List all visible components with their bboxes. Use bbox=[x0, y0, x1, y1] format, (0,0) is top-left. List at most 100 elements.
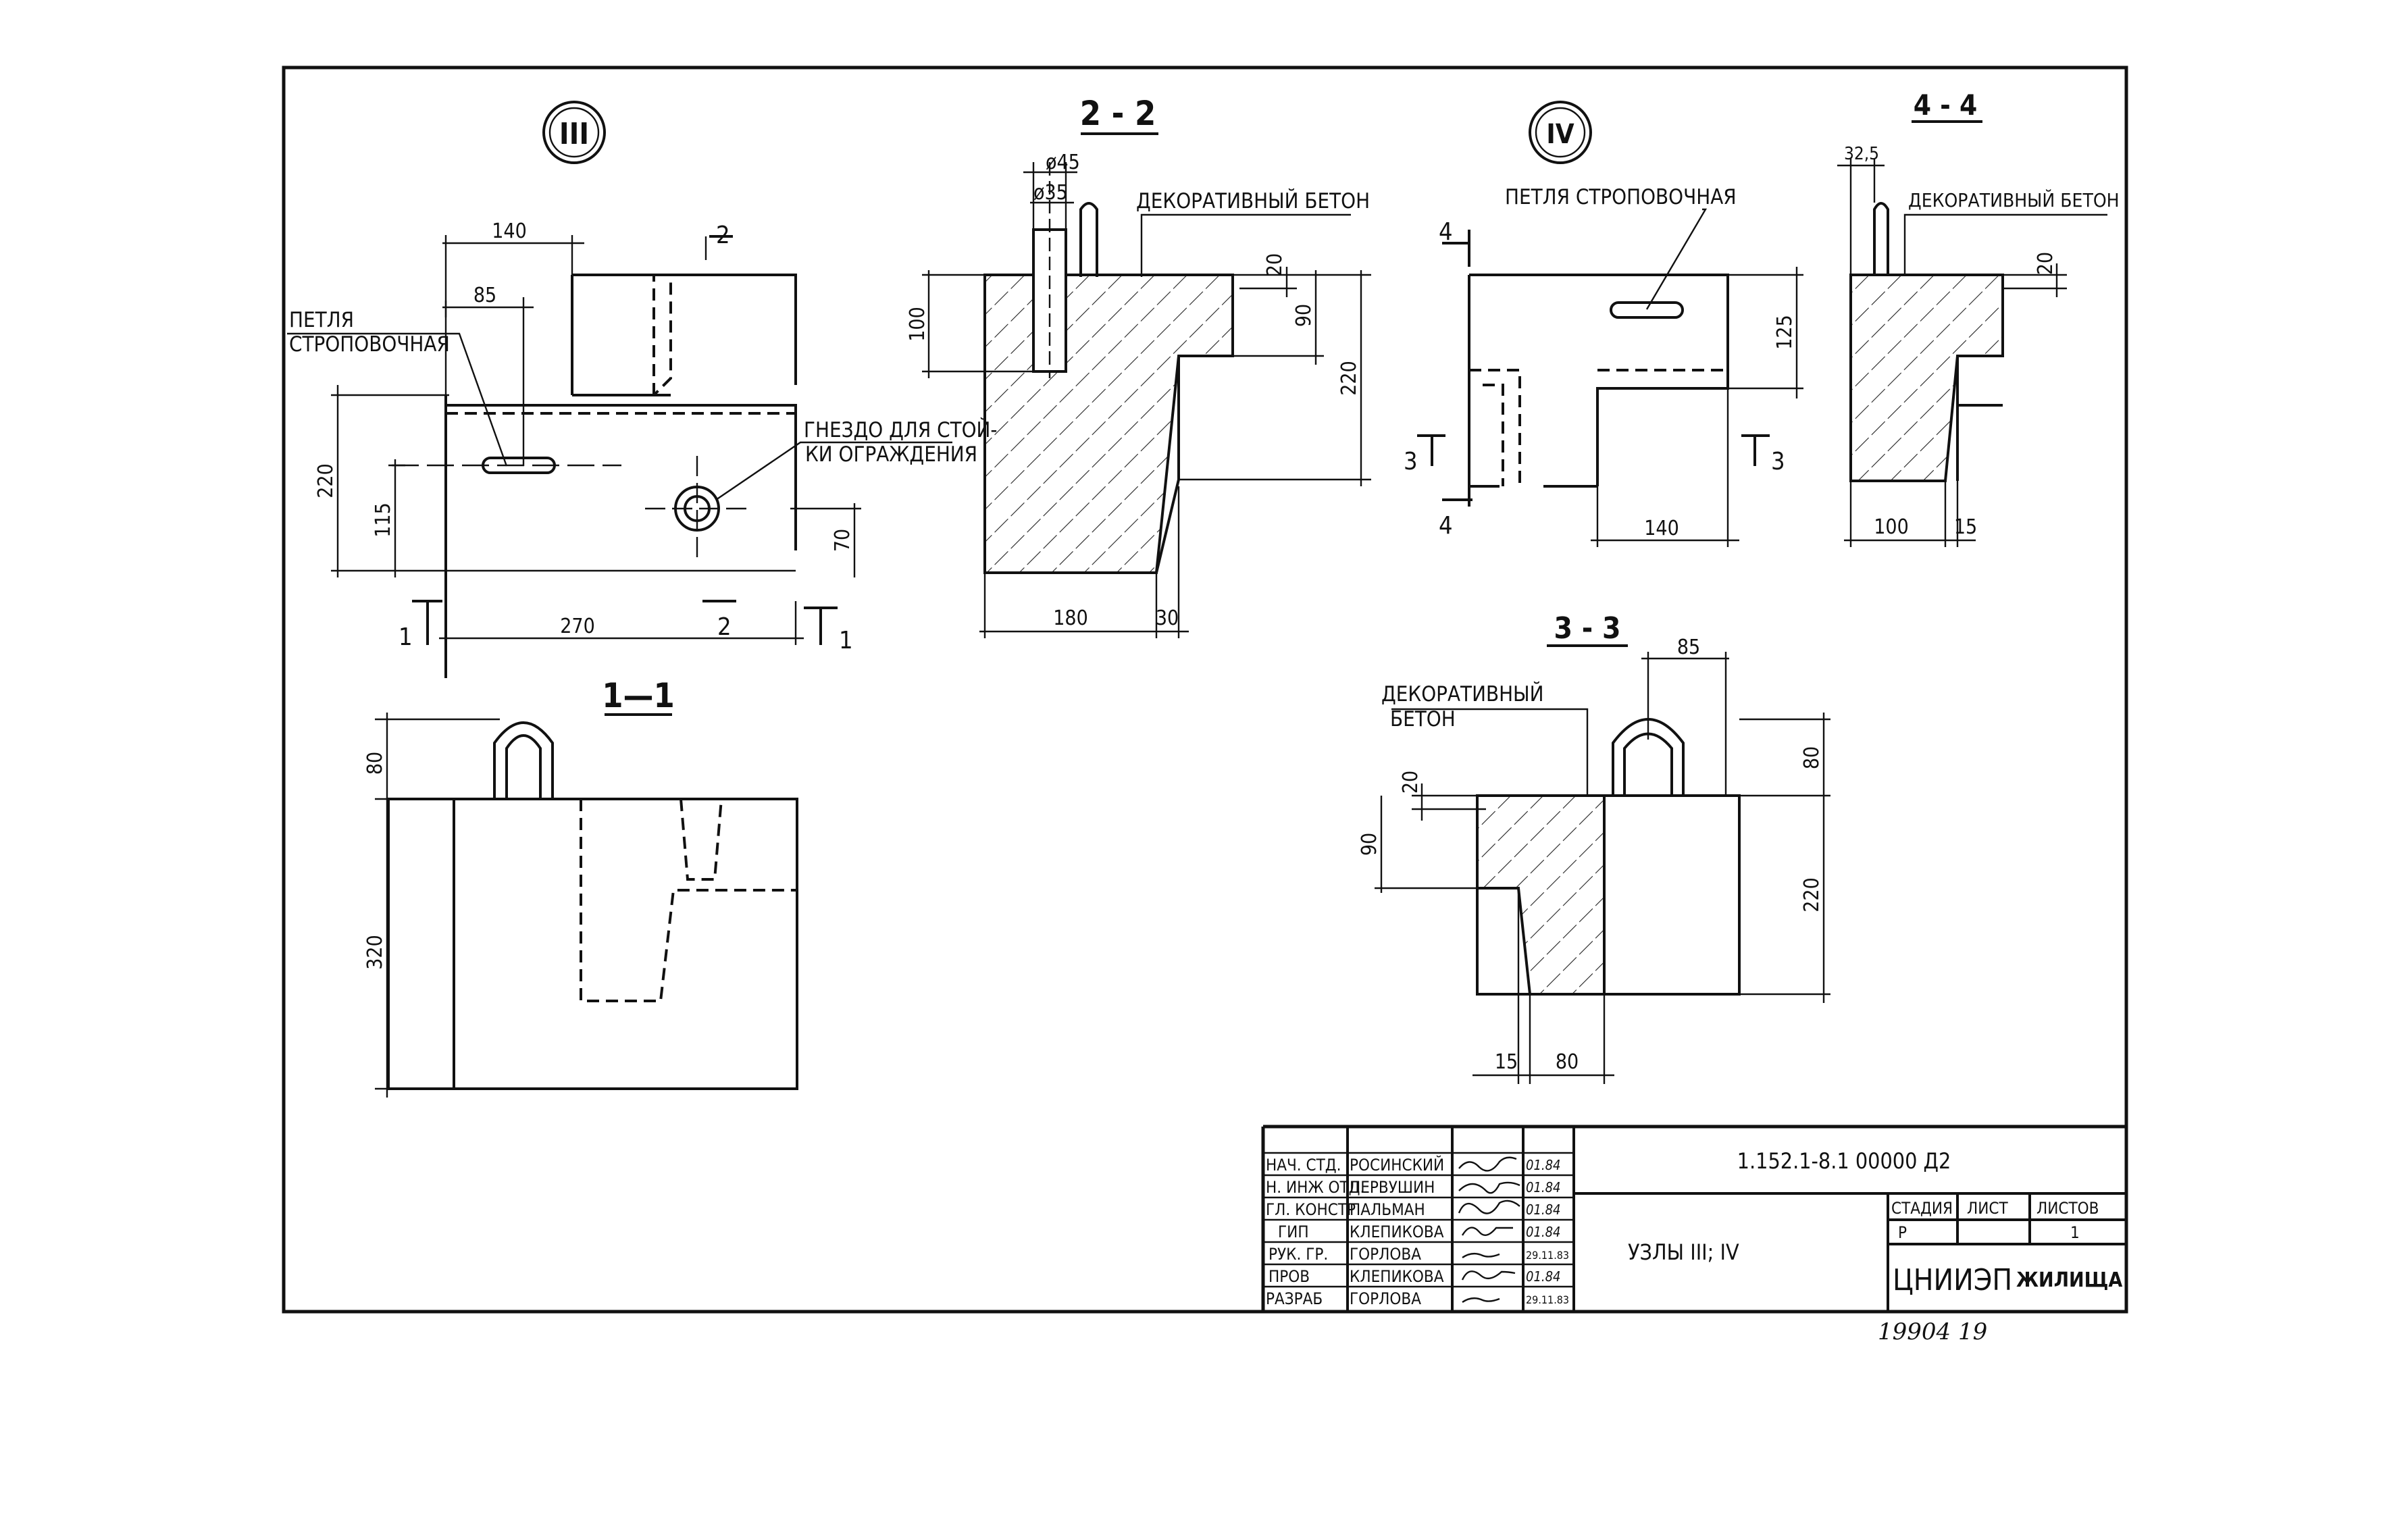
tb-name: ГОРЛОВА bbox=[1350, 1289, 1421, 1308]
section-2-2-dim-d35: ø35 bbox=[1033, 181, 1068, 205]
section-2-2-hatch bbox=[983, 274, 1234, 574]
section-2-2-title: 2 - 2 bbox=[1080, 94, 1156, 133]
tb-date: 01.84 bbox=[1526, 1157, 1561, 1173]
section-3-3-dim-85: 85 bbox=[1677, 636, 1700, 659]
title-block: НАЧ. СТД. Н. ИНЖ ОТД. ГЛ. КОНСТР ГИП РУК… bbox=[1261, 1125, 2126, 1312]
section-3-3-note-1: ДЕКОРАТИВНЫЙ bbox=[1381, 682, 1544, 706]
section-3-3-note-2: БЕТОН bbox=[1390, 707, 1456, 731]
view-iii-dim-140: 140 bbox=[492, 220, 527, 243]
view-iii-dim-85: 85 bbox=[473, 284, 496, 307]
view-iii-loop-label-1: ПЕТЛЯ bbox=[289, 308, 354, 332]
tb-sheets-header: ЛИСТОВ bbox=[2036, 1199, 2099, 1218]
section-2-2-dim-d45: ø45 bbox=[1046, 151, 1080, 174]
section-1-1-title: 1—1 bbox=[602, 676, 675, 715]
section-2-2-dim-30: 30 bbox=[1156, 607, 1179, 630]
section-3-3-dim-90: 90 bbox=[1358, 833, 1381, 856]
tb-name: ПЕРВУШИН bbox=[1350, 1178, 1435, 1197]
tb-role: Н. ИНЖ ОТД. bbox=[1266, 1178, 1364, 1197]
section-4-4-hatch bbox=[1849, 274, 2004, 482]
tb-name: КЛЕПИКОВА bbox=[1350, 1222, 1444, 1241]
view-iv-cut4-top: 4 bbox=[1439, 218, 1453, 246]
section-3-3: 3 - 3 ДЕКОРАТИВНЫЙ БЕТОН 85 20 90 80 220… bbox=[1358, 611, 1830, 1084]
tb-sheet-header: ЛИСТ bbox=[1967, 1199, 2008, 1218]
view-iii-cut2-bottom: 2 bbox=[717, 613, 732, 641]
view-iii-marker-circle bbox=[542, 101, 606, 164]
tb-name: ГОРЛОВА bbox=[1350, 1245, 1421, 1264]
tb-org-2: ЖИЛИЩА bbox=[2016, 1268, 2122, 1292]
tb-stage: Р bbox=[1898, 1223, 1907, 1242]
view-iv-marker-circle bbox=[1529, 101, 1592, 164]
tb-name: ПАЛЬМАН bbox=[1350, 1200, 1425, 1219]
view-iii-dim-70: 70 bbox=[831, 529, 854, 552]
section-4-4-dim-100: 100 bbox=[1874, 515, 1909, 539]
tb-name: РОСИНСКИЙ bbox=[1350, 1155, 1444, 1175]
tb-date: 01.84 bbox=[1526, 1268, 1561, 1285]
view-iv: IV ПЕТЛЯ СТРОПОВОЧНАЯ 4 4 3 3 125 140 bbox=[1404, 101, 1803, 547]
tb-role: НАЧ. СТД. bbox=[1266, 1156, 1341, 1175]
tb-role: РАЗРАБ bbox=[1266, 1289, 1323, 1308]
view-iv-dim-140: 140 bbox=[1644, 517, 1679, 540]
section-2-2: 2 - 2 ДЕКОРАТИВНЫЙ БЕТОН ø45 ø35 100 20 … bbox=[906, 94, 1371, 638]
view-iv-loop-label: ПЕТЛЯ СТРОПОВОЧНАЯ bbox=[1505, 185, 1737, 209]
section-3-3-title: 3 - 3 bbox=[1554, 611, 1620, 646]
view-iii-cut2-top: 2 bbox=[716, 222, 730, 249]
view-iv-dim-125: 125 bbox=[1773, 315, 1797, 350]
section-3-3-dim-80-v: 80 bbox=[1800, 746, 1824, 769]
tb-date: 29.11.83 bbox=[1526, 1293, 1569, 1306]
tb-signatures bbox=[1458, 1156, 1520, 1304]
section-2-2-dim-20: 20 bbox=[1263, 253, 1287, 276]
tb-name: КЛЕПИКОВА bbox=[1350, 1267, 1444, 1286]
section-2-2-dim-90: 90 bbox=[1292, 304, 1316, 327]
tb-role: РУК. ГР. bbox=[1269, 1245, 1328, 1264]
section-4-4-note: ДЕКОРАТИВНЫЙ БЕТОН bbox=[1908, 188, 2120, 211]
view-iv-cut3-right: 3 bbox=[1771, 448, 1785, 475]
section-4-4-title: 4 - 4 bbox=[1914, 88, 1978, 122]
view-iii-dim-270: 270 bbox=[560, 615, 595, 638]
section-3-3-dim-15: 15 bbox=[1495, 1050, 1518, 1074]
view-iii: III 2 ПЕТЛЯ СТРОПОВОЧНАЯ ГНЕЗДО ДЛЯ СТОЙ… bbox=[287, 101, 997, 678]
tb-role: ГИП bbox=[1278, 1222, 1309, 1241]
tb-names: РОСИНСКИЙ ПЕРВУШИН ПАЛЬМАН КЛЕПИКОВА ГОР… bbox=[1350, 1155, 1444, 1308]
tb-date: 01.84 bbox=[1526, 1179, 1561, 1195]
section-1-1: 1—1 80 320 bbox=[363, 676, 798, 1098]
tb-dates: 01.84 01.84 01.84 01.84 29.11.83 01.84 2… bbox=[1526, 1157, 1569, 1306]
view-iii-marker-label: III bbox=[559, 117, 589, 151]
section-2-2-dim-180: 180 bbox=[1053, 607, 1088, 630]
tb-date: 01.84 bbox=[1526, 1224, 1561, 1240]
view-iv-marker-label: IV bbox=[1546, 119, 1574, 150]
section-1-1-dim-320: 320 bbox=[363, 935, 387, 970]
tb-doc-code: 1.152.1-8.1 00000 Д2 bbox=[1737, 1148, 1951, 1174]
section-2-2-note: ДЕКОРАТИВНЫЙ БЕТОН bbox=[1136, 189, 1370, 213]
section-4-4-dim-20: 20 bbox=[2034, 252, 2057, 275]
view-iii-socket-label-1: ГНЕЗДО ДЛЯ СТОЙ- bbox=[804, 418, 997, 442]
section-3-3-dim-80: 80 bbox=[1556, 1050, 1579, 1074]
section-3-3-dim-20: 20 bbox=[1399, 771, 1423, 794]
section-4-4-dim-32-5: 32,5 bbox=[1844, 144, 1879, 164]
tb-roles: НАЧ. СТД. Н. ИНЖ ОТД. ГЛ. КОНСТР ГИП РУК… bbox=[1266, 1156, 1364, 1308]
section-3-3-hatch bbox=[1476, 794, 1606, 996]
section-4-4-dim-15: 15 bbox=[1954, 515, 1977, 539]
view-iv-cut4-bottom: 4 bbox=[1439, 512, 1453, 540]
view-iii-cut1-right: 1 bbox=[839, 627, 853, 654]
tb-org-1: ЦНИИЭП bbox=[1893, 1263, 2012, 1297]
view-iii-cut1-left: 1 bbox=[399, 623, 413, 651]
section-1-1-dim-80: 80 bbox=[363, 752, 387, 775]
tb-date: 01.84 bbox=[1526, 1202, 1561, 1218]
view-iv-lifting-loop bbox=[1610, 301, 1684, 319]
archive-number: 19904 19 bbox=[1878, 1318, 1987, 1345]
tb-role: ГЛ. КОНСТР bbox=[1266, 1200, 1356, 1219]
view-iv-cut3-left: 3 bbox=[1404, 448, 1418, 475]
section-4-4: 4 - 4 ДЕКОРАТИВНЫЙ БЕТОН 32,5 20 100 15 bbox=[1837, 88, 2120, 547]
section-2-2-dim-220: 220 bbox=[1337, 361, 1361, 396]
view-iii-dim-220: 220 bbox=[314, 463, 338, 498]
section-3-3-dim-220: 220 bbox=[1800, 877, 1824, 912]
section-2-2-dim-100: 100 bbox=[906, 307, 929, 342]
view-iii-dim-115: 115 bbox=[372, 502, 395, 538]
tb-stage-header: СТАДИЯ bbox=[1891, 1199, 1953, 1218]
tb-role: ПРОВ bbox=[1269, 1267, 1310, 1286]
tb-drawing-title: УЗЛЫ III; IV bbox=[1628, 1239, 1739, 1265]
tb-date: 29.11.83 bbox=[1526, 1249, 1569, 1262]
view-iii-socket-label-2: КИ ОГРАЖДЕНИЯ bbox=[805, 442, 977, 467]
tb-sheets: 1 bbox=[2070, 1223, 2080, 1242]
